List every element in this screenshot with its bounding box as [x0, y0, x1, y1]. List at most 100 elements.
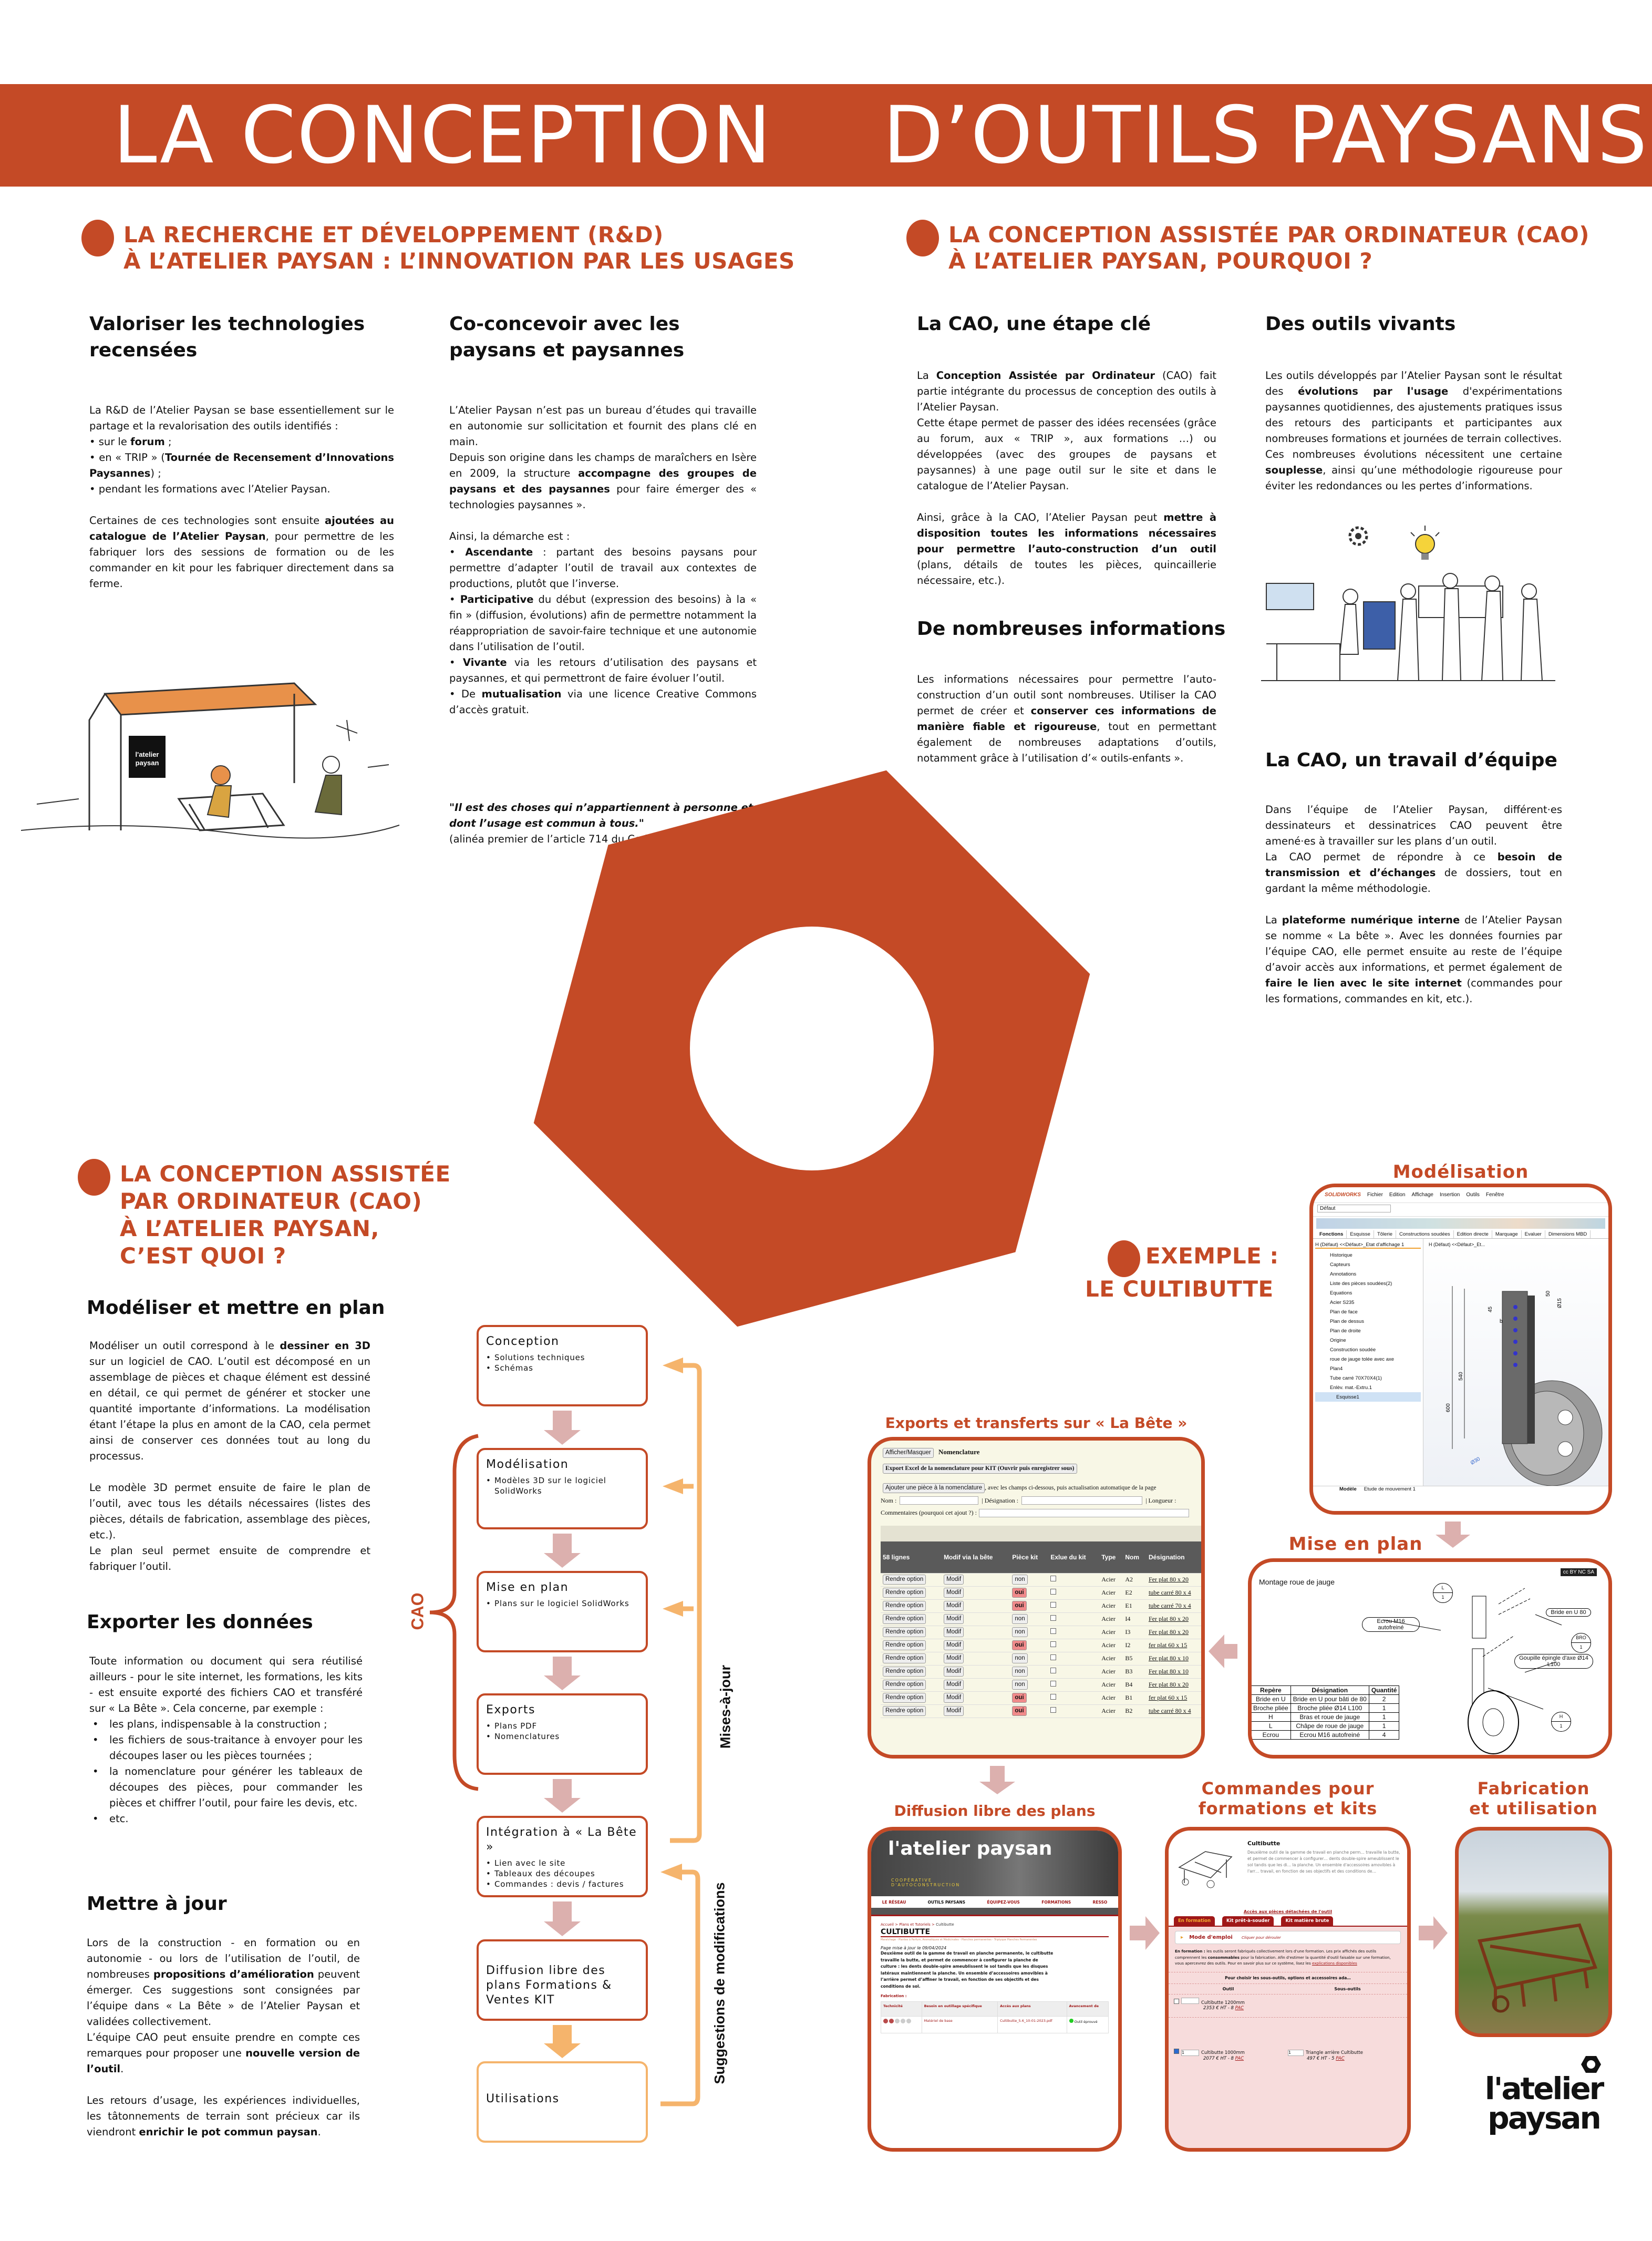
menu-item[interactable]: Insertion	[1440, 1192, 1460, 1198]
tree-item[interactable]: Historique	[1330, 1252, 1352, 1258]
tree-item[interactable]: Plan de face	[1330, 1309, 1358, 1315]
pac-link[interactable]: PAC	[1235, 2005, 1244, 2011]
rendre-option-button[interactable]: Rendre option	[883, 1706, 926, 1716]
tab[interactable]: Edition directe	[1454, 1230, 1492, 1238]
column-header[interactable]: Exlue du kit	[1048, 1541, 1100, 1574]
menu-item[interactable]: Fenêtre	[1485, 1192, 1504, 1198]
tree-item[interactable]: Capteurs	[1330, 1261, 1350, 1268]
column-header[interactable]: 58 lignes	[881, 1541, 942, 1574]
tree-item[interactable]: Plan de droite	[1330, 1328, 1361, 1334]
designation-input[interactable]	[1021, 1496, 1143, 1505]
tag-links[interactable]: Maraîchage - Plantes à Parfum, Aromatiqu…	[881, 1938, 1037, 1941]
config-select[interactable]: Défaut	[1317, 1205, 1391, 1212]
designation-link[interactable]: tube carré 80 x 4	[1146, 1704, 1201, 1718]
tab[interactable]: Constructions soudées	[1396, 1230, 1454, 1238]
tree-item[interactable]: Plan4	[1330, 1365, 1343, 1372]
tab-etude-mouvement[interactable]: Etude de mouvement 1	[1364, 1486, 1416, 1492]
piece-kit-toggle[interactable]: non	[1012, 1575, 1028, 1585]
designation-link[interactable]: tube carré 80 x 4	[1146, 1586, 1201, 1600]
breadcrumb-link[interactable]: Plans et Tutoriels	[899, 1923, 931, 1927]
add-piece-button[interactable]: Ajouter une pièce à la nomenclature	[883, 1483, 985, 1493]
explications-link[interactable]: explications disponibles	[1312, 1961, 1357, 1966]
designation-link[interactable]: Fer plat 80 x 20	[1146, 1612, 1201, 1626]
modif-button[interactable]: Modif	[944, 1601, 964, 1611]
menu-item[interactable]: Fichier	[1367, 1192, 1383, 1198]
exclude-checkbox[interactable]	[1050, 1602, 1057, 1608]
designation-link[interactable]: Fer plat 80 x 10	[1146, 1652, 1201, 1666]
column-header[interactable]: Pièce kit	[1010, 1541, 1049, 1574]
column-header[interactable]: Désignation	[1146, 1541, 1201, 1574]
quantity-stepper[interactable]: 1	[1181, 2049, 1199, 2056]
nav-link[interactable]: LE RÉSEAU	[882, 1899, 906, 1905]
rendre-option-button[interactable]: Rendre option	[883, 1588, 926, 1598]
tree-item[interactable]: Plan de dessus	[1330, 1318, 1364, 1324]
tab[interactable]: Esquisse	[1347, 1230, 1374, 1238]
parts-link[interactable]: Accès aux pièces détachées de l'outil	[1169, 1909, 1407, 1914]
export-excel-button[interactable]: Export Excel de la nomenclature pour KIT…	[883, 1464, 1077, 1474]
nav-link[interactable]: ÉQUIPEZ-VOUS	[987, 1899, 1020, 1905]
designation-link[interactable]: Fer plat 80 x 20	[1146, 1678, 1201, 1692]
rendre-option-button[interactable]: Rendre option	[883, 1693, 926, 1703]
quantity-stepper[interactable]: 1	[1288, 2049, 1304, 2056]
exclude-checkbox[interactable]	[1050, 1641, 1057, 1648]
tab-2[interactable]: Kit matière brute	[1281, 1916, 1334, 1926]
tool-checkbox[interactable]	[1174, 2048, 1179, 2054]
rendre-option-button[interactable]: Rendre option	[883, 1614, 926, 1625]
modif-button[interactable]: Modif	[944, 1588, 964, 1598]
rendre-option-button[interactable]: Rendre option	[883, 1601, 926, 1611]
mode-emploi-toggle[interactable]: ▸ Mode d'emploi Cliquer pour dérouler	[1175, 1931, 1401, 1944]
tree-item[interactable]: Annotations	[1330, 1271, 1357, 1277]
rendre-option-button[interactable]: Rendre option	[883, 1653, 926, 1664]
piece-kit-toggle[interactable]: oui	[1012, 1706, 1027, 1716]
nom-input[interactable]	[900, 1496, 979, 1505]
piece-kit-toggle[interactable]: oui	[1012, 1588, 1027, 1598]
tab-modele[interactable]: Modèle	[1339, 1486, 1357, 1492]
exclude-checkbox[interactable]	[1050, 1707, 1057, 1713]
tab-1[interactable]: Kit prêt-à-souder	[1222, 1916, 1274, 1926]
tree-item[interactable]: Acier S235	[1330, 1299, 1355, 1305]
modif-button[interactable]: Modif	[944, 1680, 964, 1690]
designation-link[interactable]: Fer plat 80 x 10	[1146, 1665, 1201, 1679]
designation-link[interactable]: fer plat 60 x 15	[1146, 1639, 1201, 1652]
column-header[interactable]: Type	[1099, 1541, 1123, 1574]
modif-button[interactable]: Modif	[944, 1627, 964, 1638]
rendre-option-button[interactable]: Rendre option	[883, 1575, 926, 1585]
column-header[interactable]: Nom	[1123, 1541, 1147, 1574]
piece-kit-toggle[interactable]: oui	[1012, 1693, 1027, 1703]
exclude-checkbox[interactable]	[1050, 1576, 1057, 1582]
menu-item[interactable]: Outils	[1466, 1192, 1480, 1198]
nav-link[interactable]: OUTILS PAYSANS	[927, 1899, 966, 1905]
designation-link[interactable]: fer plat 60 x 15	[1146, 1691, 1201, 1705]
breadcrumb-link[interactable]: Accueil	[881, 1923, 894, 1927]
modif-button[interactable]: Modif	[944, 1653, 964, 1664]
modif-button[interactable]: Modif	[944, 1575, 964, 1585]
nav-link[interactable]: FORMATIONS	[1041, 1899, 1071, 1905]
site-logo[interactable]: l'atelier paysan	[888, 1838, 1052, 1859]
piece-kit-toggle[interactable]: non	[1012, 1653, 1028, 1664]
comment-input[interactable]	[978, 1509, 1189, 1518]
tree-item[interactable]: Tube carré 70X70X4(1)	[1330, 1375, 1382, 1381]
3d-viewport[interactable]: H (Défaut) <<Défaut>_Et... 600 540 50 45…	[1423, 1239, 1608, 1486]
nav-link[interactable]: RESSO	[1092, 1899, 1108, 1905]
piece-kit-toggle[interactable]: non	[1012, 1614, 1028, 1625]
tab-0[interactable]: En formation	[1174, 1916, 1215, 1926]
rendre-option-button[interactable]: Rendre option	[883, 1627, 926, 1638]
tree-item[interactable]: roue de jauge tolée avec axe	[1330, 1356, 1395, 1362]
modif-button[interactable]: Modif	[944, 1693, 964, 1703]
modif-button[interactable]: Modif	[944, 1706, 964, 1716]
toggle-button[interactable]: Afficher/Masquer	[883, 1448, 934, 1458]
rendre-option-button[interactable]: Rendre option	[883, 1667, 926, 1677]
menu-item[interactable]: Affichage	[1411, 1192, 1433, 1198]
exclude-checkbox[interactable]	[1050, 1628, 1057, 1635]
rendre-option-button[interactable]: Rendre option	[883, 1680, 926, 1690]
modif-button[interactable]: Modif	[944, 1640, 964, 1651]
tab[interactable]: Evaluer	[1522, 1230, 1545, 1238]
menu-item[interactable]: Edition	[1389, 1192, 1406, 1198]
column-header[interactable]: Modif via la bête	[942, 1541, 1010, 1574]
piece-kit-toggle[interactable]: oui	[1012, 1601, 1027, 1611]
designation-link[interactable]: Fer plat 80 x 20	[1146, 1626, 1201, 1639]
pac-link[interactable]: PAC	[1235, 2055, 1244, 2061]
piece-kit-toggle[interactable]: non	[1012, 1667, 1028, 1677]
tree-item[interactable]: Liste des pièces soudées(2)	[1330, 1280, 1392, 1287]
tool-checkbox[interactable]	[1174, 1998, 1179, 2004]
